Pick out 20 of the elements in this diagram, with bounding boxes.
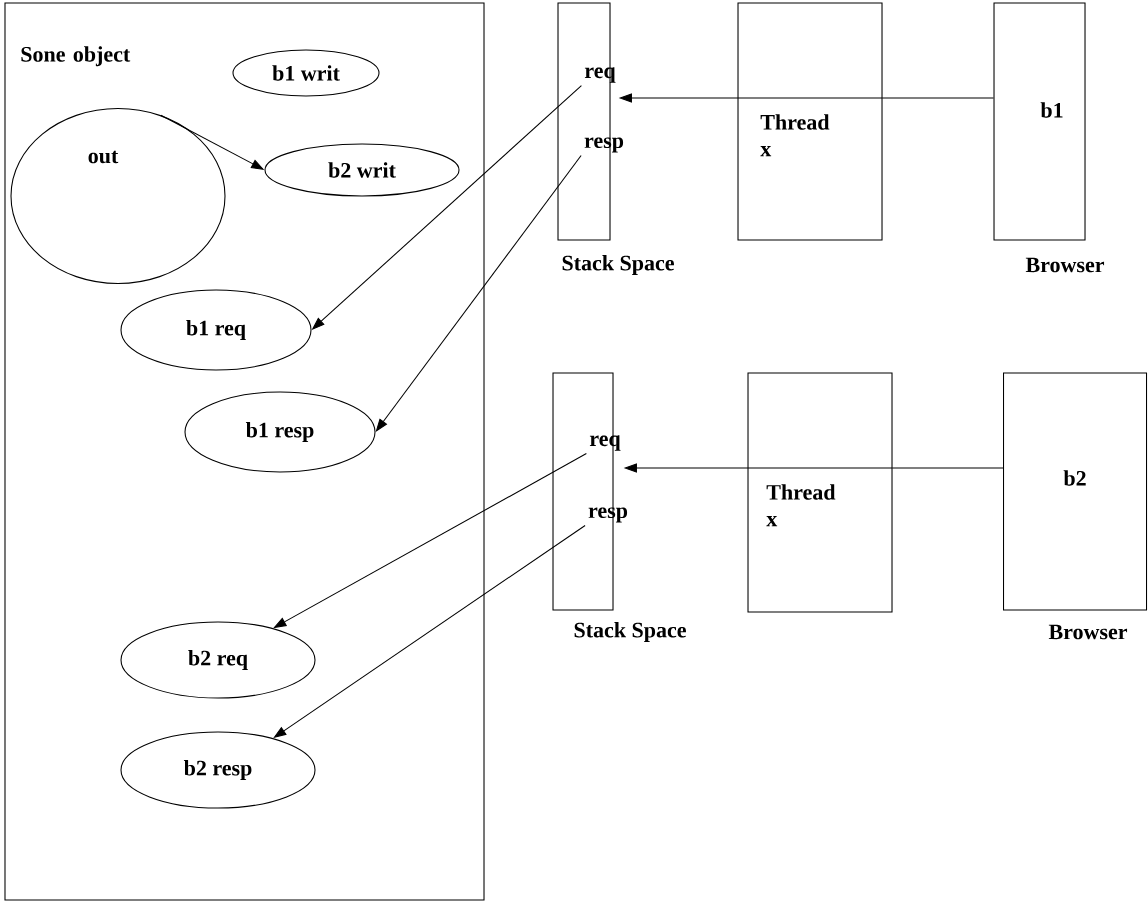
circle-node: out [10,107,226,285]
text-label: resp [584,137,624,153]
box-caption: Browser [1048,624,1128,640]
browser-box: b1 [993,2,1086,241]
ellipse-node: b1 req [120,289,312,371]
browser-box: b2 [1003,372,1148,611]
ellipse-node: b2 req [120,621,316,699]
ellipse-node: b1 resp [184,391,376,473]
text-label: resp [588,507,628,523]
box-caption: Browser [1025,257,1105,273]
box-caption: Stack Space [574,622,686,642]
thread-box: Thread x [747,372,893,613]
ellipse-node: b1 writ [232,49,380,97]
thread-box: Thread x [737,2,883,241]
ellipse-node: b2 resp [120,731,316,809]
text-label: req [589,435,621,451]
ellipse-node: b2 writ [264,143,460,197]
box-caption: Stack Space [562,255,674,275]
arrow [375,154,582,432]
text-label: req [584,67,616,83]
